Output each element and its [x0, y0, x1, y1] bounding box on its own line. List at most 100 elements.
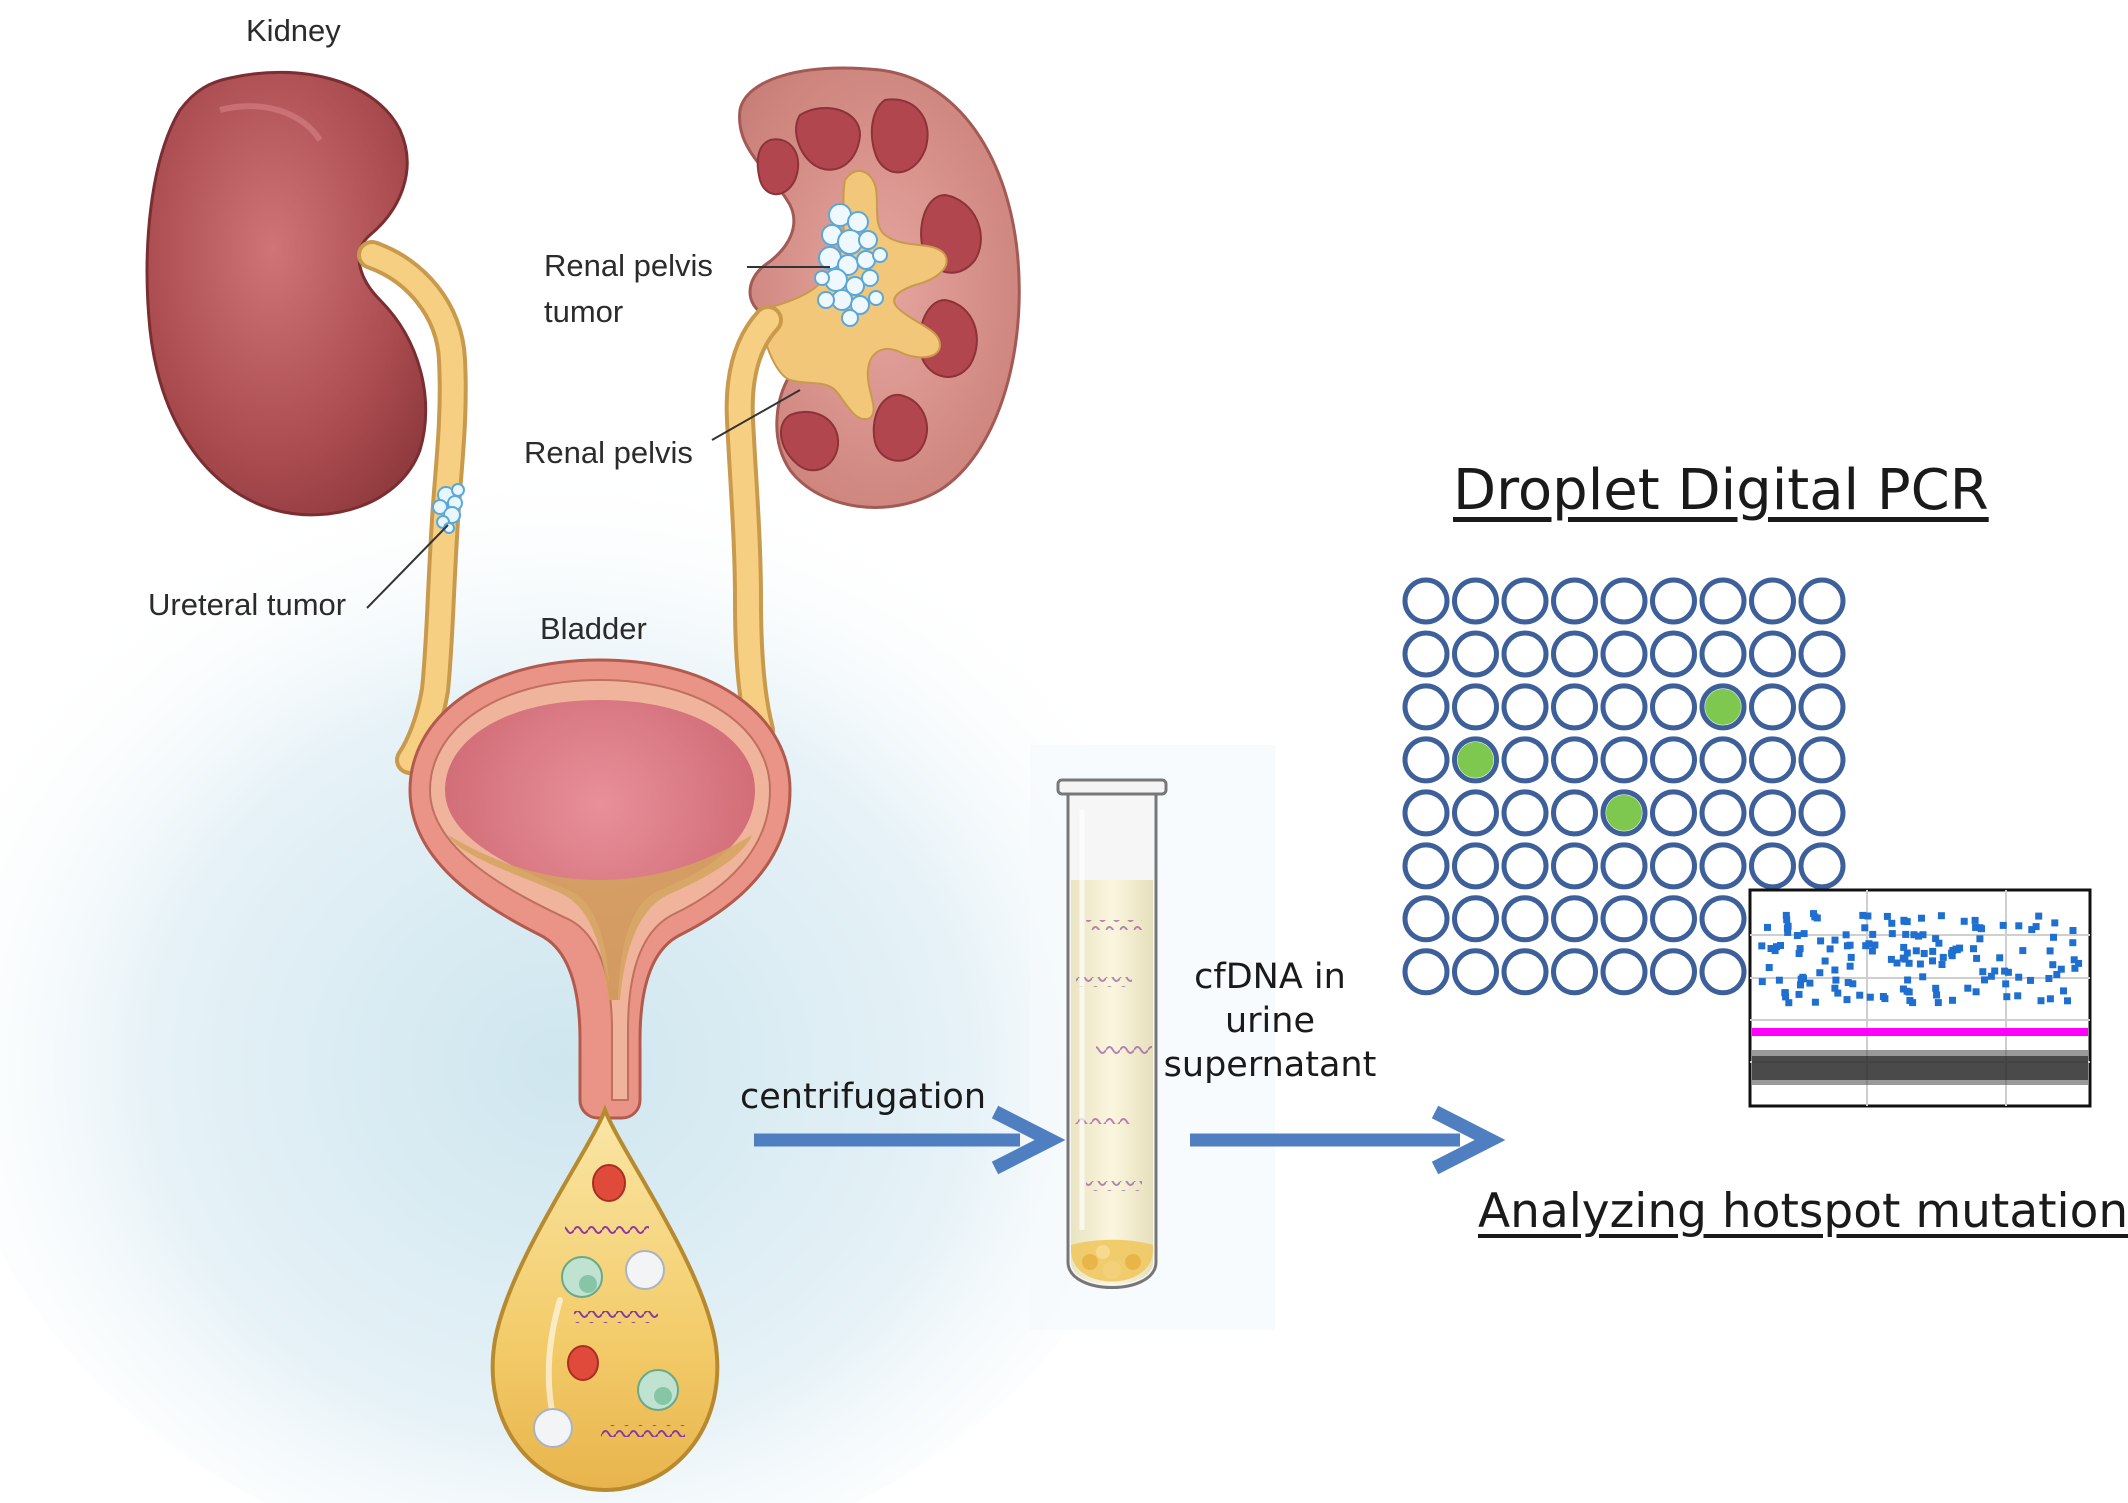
amplitude-point — [2069, 927, 2077, 934]
amplitude-point — [1883, 912, 1891, 920]
renal-pelvis-label: Renal pelvis — [524, 435, 693, 470]
amplitude-point — [1973, 954, 1981, 962]
amplitude-point — [1856, 991, 1864, 999]
amplitude-point — [1784, 922, 1792, 930]
amplitude-point — [1991, 967, 1999, 975]
amplitude-point — [1899, 985, 1907, 993]
droplet — [1402, 683, 1450, 731]
droplet — [1699, 577, 1747, 625]
amplitude-point — [2046, 947, 2054, 955]
amplitude-point — [1849, 980, 1857, 988]
ureteral-tumor-label: Ureteral tumor — [148, 587, 347, 622]
droplet — [1501, 948, 1549, 996]
droplet — [1501, 736, 1549, 784]
amplitude-point — [1919, 931, 1927, 939]
droplet — [1501, 577, 1549, 625]
cfdna-label-line3: supernatant — [1163, 1045, 1377, 1085]
bladder-illustration — [408, 658, 792, 1120]
amplitude-point — [1919, 973, 1927, 981]
droplet — [1798, 842, 1846, 890]
droplet — [1452, 683, 1499, 731]
droplet — [1749, 683, 1796, 731]
droplet — [1650, 683, 1697, 731]
droplet — [1551, 630, 1598, 678]
droplet — [1650, 577, 1697, 625]
droplet — [1551, 895, 1598, 943]
amplitude-point — [1785, 999, 1793, 1007]
negative-band — [1752, 1056, 2088, 1080]
amplitude-point — [1932, 935, 1940, 943]
amplitude-point — [1811, 998, 1819, 1006]
leader-lines — [366, 266, 830, 609]
centrifugation-label: centrifugation — [740, 1077, 987, 1117]
amplitude-point — [1783, 916, 1791, 924]
amplitude-point — [1758, 942, 1766, 950]
amplitude-point — [1771, 947, 1779, 955]
amplitude-point — [2071, 964, 2079, 972]
cfdna-label-line2: urine — [1224, 1001, 1315, 1041]
amplitude-point — [1765, 964, 1773, 971]
amplitude-point — [1972, 988, 1980, 996]
amplitude-point — [1817, 937, 1825, 945]
amplitude-point — [1938, 961, 1946, 968]
droplet — [1600, 630, 1648, 678]
amplitude-point — [2028, 926, 2036, 934]
amplitude-point — [1767, 945, 1775, 952]
renal-pelvis-tumor-label-line1: Renal pelvis — [544, 248, 713, 283]
amplitude-point — [1932, 984, 1940, 992]
droplet — [1600, 948, 1648, 996]
amplitude-point — [1956, 944, 1964, 952]
amplitude-point — [2015, 973, 2023, 981]
amplitude-point — [1793, 932, 1801, 939]
droplet — [1452, 895, 1499, 943]
amplitude-point — [1782, 993, 1790, 1001]
amplitude-point — [2035, 912, 2043, 920]
droplet — [1749, 789, 1796, 837]
amplitude-point — [2001, 967, 2009, 975]
amplitude-point — [1846, 941, 1854, 949]
hotspot-mutation-title: Analyzing hotspot mutation — [1478, 1184, 2128, 1239]
amplitude-point — [1864, 912, 1872, 920]
amplitude-point — [2069, 939, 2077, 947]
arrow-centrifugation — [754, 1105, 1066, 1175]
amplitude-point — [1996, 954, 2004, 962]
ddpcr-amplitude-plot — [1748, 888, 2092, 1108]
amplitude-point — [1842, 931, 1850, 939]
amplitude-point — [2049, 961, 2057, 969]
droplet — [1402, 948, 1450, 996]
droplet — [1699, 895, 1747, 943]
cfdna-label: cfDNA in urine supernatant — [1155, 955, 1385, 1087]
droplet — [1798, 789, 1846, 837]
amplitude-point — [2075, 959, 2083, 967]
amplitude-point — [1929, 947, 1937, 955]
droplet — [1650, 630, 1697, 678]
droplet — [1699, 789, 1747, 837]
right-kidney — [738, 66, 1021, 509]
amplitude-point — [1844, 979, 1852, 986]
amplitude-point — [1861, 924, 1869, 932]
amplitude-point — [1912, 947, 1920, 955]
droplet — [1551, 683, 1598, 731]
amplitude-point — [1831, 984, 1839, 992]
amplitude-point — [1935, 939, 1943, 947]
amplitude-point — [1888, 930, 1896, 938]
amplitude-point — [2015, 922, 2023, 930]
amplitude-point — [2046, 995, 2054, 1003]
amplitude-point — [2060, 987, 2067, 995]
droplet — [1452, 948, 1499, 996]
amplitude-point — [1865, 940, 1873, 948]
ureteral-tumor — [432, 483, 465, 534]
amplitude-point — [1799, 973, 1807, 981]
droplet — [1501, 789, 1549, 837]
renal-pelvis-tumor-label-line2: tumor — [544, 294, 624, 329]
amplitude-point — [1821, 957, 1829, 965]
amplitude-point — [2032, 923, 2040, 931]
amplitude-point — [1920, 950, 1928, 957]
amplitude-point — [1797, 981, 1804, 989]
droplet — [1452, 630, 1499, 678]
amplitude-point — [1866, 993, 1874, 1001]
amplitude-point — [1976, 935, 1984, 943]
amplitude-point — [1999, 921, 2007, 929]
droplet — [1402, 842, 1450, 890]
